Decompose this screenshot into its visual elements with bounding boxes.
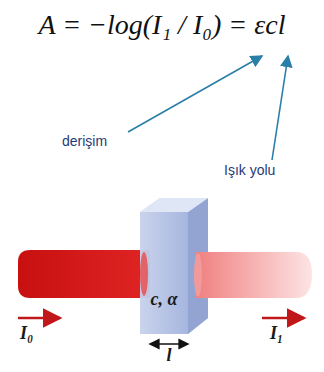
cuvette-top <box>140 198 208 212</box>
beam-exit <box>194 253 202 297</box>
concentration-label: derişim <box>62 134 107 149</box>
leader-line <box>128 56 262 132</box>
transmitted-beam <box>196 252 312 298</box>
cuvette-body <box>140 198 208 334</box>
path-label: Işık yolu <box>224 163 275 178</box>
sample-label: c, α <box>151 290 178 310</box>
leader-line <box>272 56 288 160</box>
formula-text: A = −log(I₁ / I₀) = εcl <box>39 10 286 41</box>
intensity-label: I₀ <box>20 324 33 344</box>
intensity-label: I₁ <box>270 324 283 344</box>
cuvette-front <box>140 212 188 334</box>
length-label: l <box>166 346 171 366</box>
beam-entry <box>140 252 148 296</box>
incident-beam <box>18 250 150 298</box>
length-arrow <box>150 343 188 345</box>
direction-arrow <box>262 317 304 320</box>
direction-arrow <box>18 317 60 320</box>
